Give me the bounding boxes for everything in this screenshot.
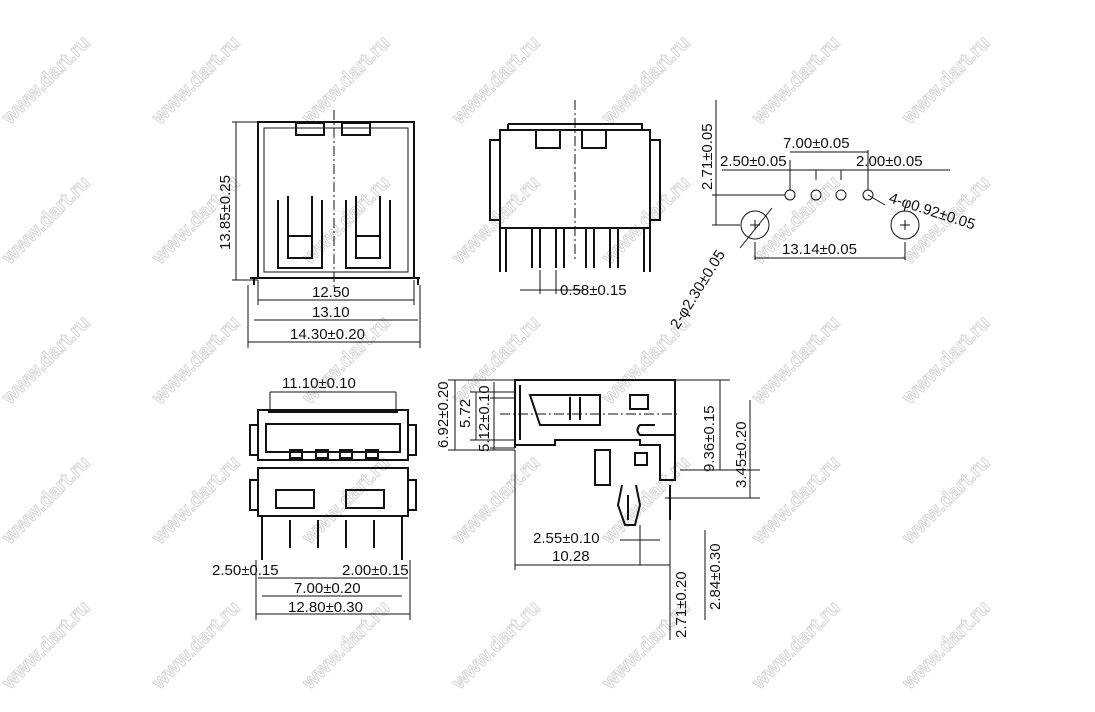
- front-mid-width-label: 13.10: [312, 304, 350, 321]
- watermark-text: www.dart.ru: [447, 32, 544, 129]
- side-h3-label: 5.12±0.10: [476, 385, 493, 452]
- side-h2-label: 5.72: [457, 399, 474, 428]
- watermark-text: www.dart.ru: [147, 452, 244, 549]
- watermark-text: www.dart.ru: [747, 452, 844, 549]
- side-h1-label: 6.92±0.20: [435, 381, 452, 448]
- watermark-text: www.dart.ru: [897, 452, 994, 549]
- watermark-text: www.dart.ru: [297, 32, 394, 129]
- front-inner-width-label: 12.50: [312, 284, 350, 301]
- watermark-text: www.dart.ru: [0, 597, 95, 694]
- pitch-inner-label: 2.00±0.05: [856, 153, 923, 170]
- bottom-pin-span-label: 7.00±0.20: [294, 580, 361, 597]
- watermark-text: www.dart.ru: [597, 452, 694, 549]
- watermark-text: www.dart.ru: [0, 452, 95, 549]
- watermark-text: www.dart.ru: [0, 32, 95, 129]
- watermark-text: www.dart.ru: [0, 312, 95, 409]
- watermark-text: www.dart.ru: [597, 172, 694, 269]
- front-view: 13.85±0.25 12.50 13.10 14.30±0.20: [217, 110, 421, 348]
- side-height-label: 9.36±0.15: [701, 405, 718, 472]
- watermark-text: www.dart.ru: [147, 597, 244, 694]
- top-width-label: 11.10±0.10: [282, 375, 356, 392]
- side-leg-height-label: 3.45±0.20: [733, 421, 750, 488]
- front-height-label: 13.85±0.25: [217, 175, 234, 250]
- bottom-view: 11.10±0.10 2.50±0.15 2.00±0.15 7.00±0.20…: [212, 375, 417, 620]
- watermark-text: www.dart.ru: [747, 312, 844, 409]
- watermark-text: www.dart.ru: [147, 312, 244, 409]
- watermark-layer: www.dart.ru www.dart.ru www.dart.ru www.dar…: [0, 31, 995, 694]
- pin-span-label: 7.00±0.05: [783, 135, 850, 152]
- row-offset-label: 2.71±0.05: [699, 123, 716, 190]
- watermark-text: www.dart.ru: [147, 32, 244, 129]
- watermark-text: www.dart.ru: [897, 312, 994, 409]
- pcb-footprint: 2.71±0.05 7.00±0.05 2.50±0.05 2.00±0.05 …: [667, 100, 977, 332]
- bottom-width-label: 12.80±0.30: [288, 599, 363, 616]
- side-depth-label: 10.28: [552, 548, 590, 565]
- side-view: 6.92±0.20 5.72 5.12±0.10 9.36±0.15 3.45±…: [435, 379, 760, 640]
- watermark-text: www.dart.ru: [897, 597, 994, 694]
- bottom-pitch-outer-label: 2.50±0.15: [212, 562, 279, 579]
- pin-width-label: 0.58±0.15: [560, 282, 627, 299]
- pitch-outer-label: 2.50±0.05: [720, 153, 787, 170]
- front-outer-width-label: 14.30±0.20: [290, 326, 365, 343]
- watermark-text: www.dart.ru: [897, 32, 994, 129]
- watermark-text: www.dart.ru: [747, 597, 844, 694]
- side-leg-length-label: 2.84±0.30: [707, 543, 724, 610]
- watermark-text: www.dart.ru: [747, 32, 844, 129]
- watermark-text: www.dart.ru: [0, 172, 95, 269]
- watermark-text: www.dart.ru: [597, 32, 694, 129]
- side-pin-offset-label: 2.71±0.20: [673, 571, 690, 638]
- mount-span-label: 13.14±0.05: [782, 241, 857, 258]
- top-side-view: 0.58±0.15: [489, 100, 661, 299]
- mount-holes-label: 2-φ2.30±0.05: [667, 247, 729, 332]
- side-leg-width-label: 2.55±0.10: [533, 530, 600, 547]
- bottom-pitch-inner-label: 2.00±0.15: [342, 562, 409, 579]
- watermark-text: www.dart.ru: [447, 452, 544, 549]
- watermark-text: www.dart.ru: [447, 597, 544, 694]
